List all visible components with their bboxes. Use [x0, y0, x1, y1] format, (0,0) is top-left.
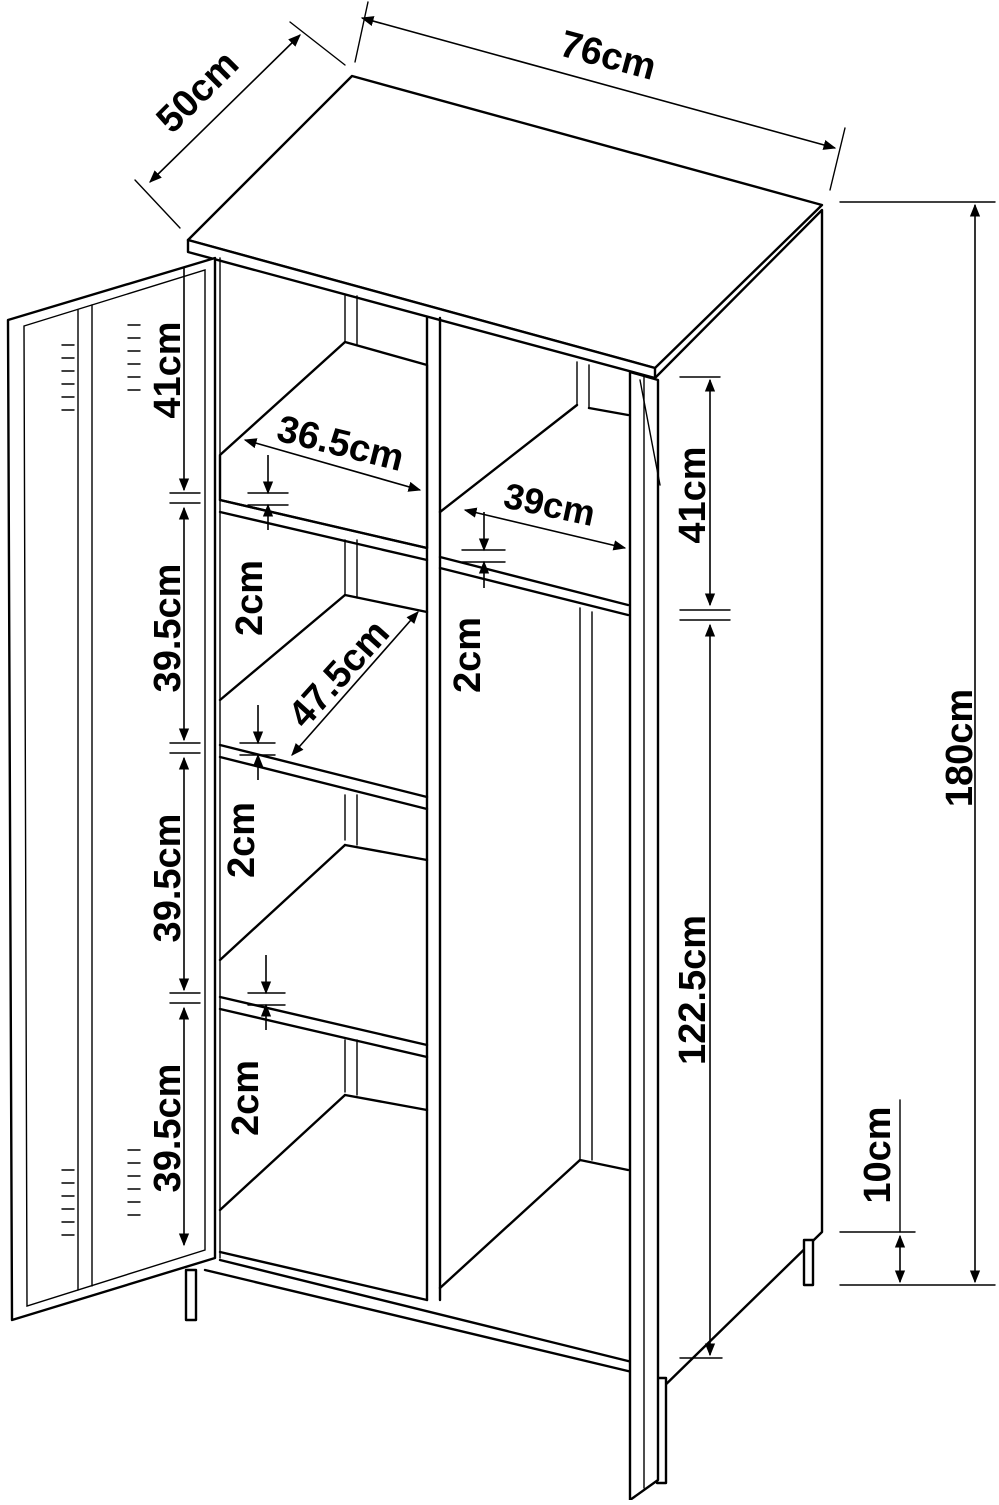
leg	[184, 1268, 198, 1322]
dimension-lines	[134, 1, 996, 1359]
shelf-thickness-3-label: 2cm	[225, 1060, 267, 1136]
legs	[184, 1238, 815, 1485]
leg-height-label: 10cm	[857, 1106, 899, 1203]
shelf-width-right-label: 39cm	[500, 475, 599, 534]
door-vents-top	[61, 324, 141, 411]
compartment-left-top-label: 41cm	[147, 321, 189, 418]
left-door	[6, 256, 217, 1322]
shelf-thickness-2-label: 2cm	[221, 802, 263, 878]
right-door	[628, 370, 661, 1502]
depth-label: 50cm	[149, 43, 247, 141]
left-door-panel	[6, 256, 217, 1322]
door-vents-bottom	[61, 1149, 141, 1236]
shelf-depth-left-label: 47.5cm	[280, 612, 397, 736]
compartment-left-4-label: 39.5cm	[147, 1064, 189, 1193]
cabinet-body	[184, 74, 824, 1485]
right-side-panel	[653, 208, 824, 1397]
compartment-left-2-label: 39.5cm	[147, 564, 189, 693]
shelf-thickness-right-label: 2cm	[447, 617, 489, 693]
height-label: 180cm	[939, 689, 981, 807]
leg	[802, 1238, 815, 1287]
width-label: 76cm	[556, 23, 661, 89]
compartment-left-3-label: 39.5cm	[147, 814, 189, 943]
compartment-right-top-label: 41cm	[672, 446, 714, 543]
hanging-space-label: 122.5cm	[672, 915, 714, 1065]
right-shelf	[203, 403, 634, 1374]
shelf-thickness-1-label: 2cm	[229, 560, 271, 636]
